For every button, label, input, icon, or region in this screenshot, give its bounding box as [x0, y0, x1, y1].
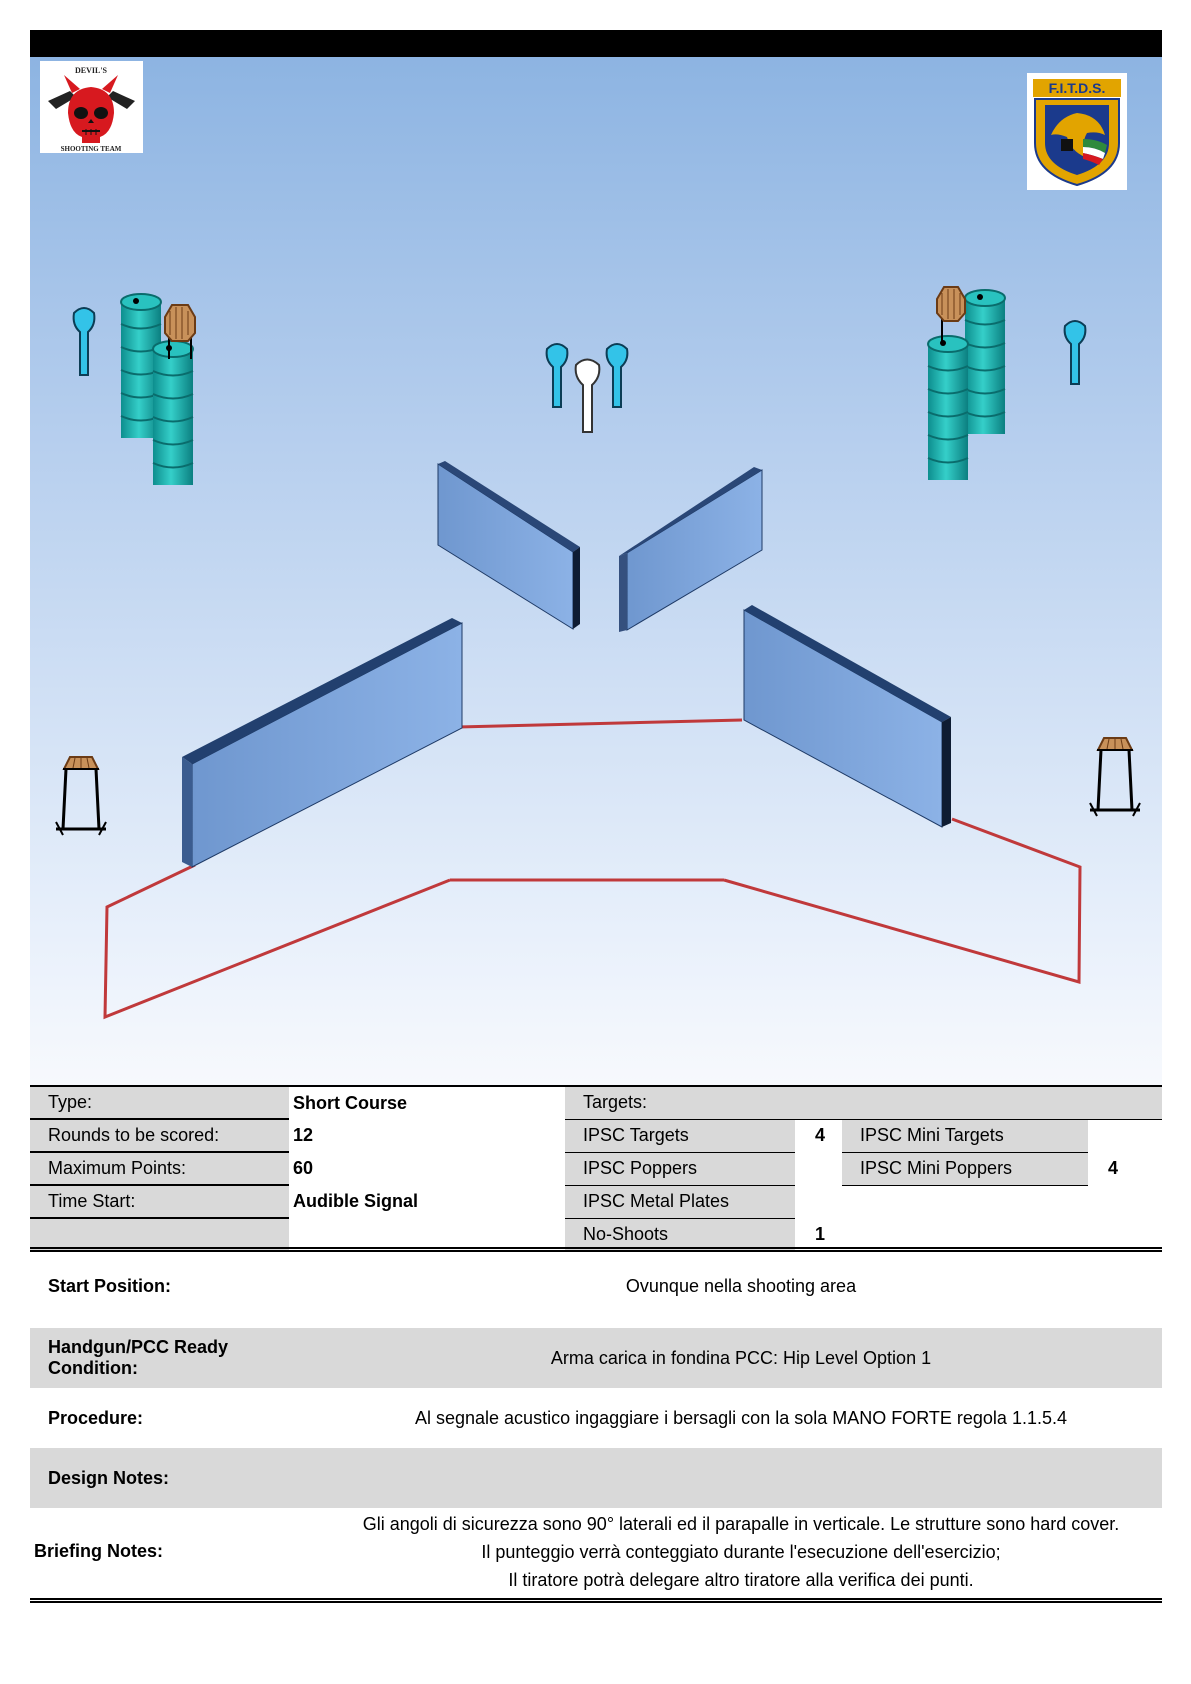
type-value: Short Course: [289, 1085, 565, 1119]
mini-poppers-value: 4: [1108, 1158, 1119, 1178]
ready-condition-row: Handgun/PCC Ready Condition: Arma carica…: [30, 1328, 1162, 1388]
fitds-logo: F.I.T.D.S.: [1027, 73, 1127, 190]
ipsc-metal-label: IPSC Metal Plates: [565, 1185, 795, 1219]
target-stand-right: [1089, 737, 1141, 817]
no-shoot-popper: [574, 358, 601, 433]
barrel-stack-left: [120, 293, 194, 485]
briefing-line-3: Il tiratore potrà delegare altro tirator…: [508, 1570, 974, 1590]
popper-right: [1063, 320, 1087, 385]
divider: [30, 1247, 1162, 1252]
procedure-row: Procedure: Al segnale acustico ingaggiar…: [30, 1390, 1162, 1446]
wall-back-right: [619, 467, 763, 632]
start-position-row: Start Position: Ovunque nella shooting a…: [30, 1258, 1162, 1314]
targets-label: Targets:: [565, 1085, 1163, 1119]
design-notes-label: Design Notes:: [48, 1467, 170, 1488]
no-shoots-label: No-Shoots: [565, 1218, 795, 1250]
popper-center-left: [545, 343, 569, 408]
target-right-top: [936, 286, 966, 343]
rounds-value: 12: [293, 1125, 314, 1145]
start-position-value: Ovunque nella shooting area: [625, 1275, 857, 1296]
ready-condition-value: Arma carica in fondina PCC: Hip Level Op…: [550, 1347, 932, 1368]
popper-left: [72, 307, 96, 376]
points-value: 60: [293, 1158, 314, 1178]
time-start-label: Time Start:: [30, 1185, 289, 1219]
fault-line: [103, 718, 1082, 1020]
rounds-label: Rounds to be scored:: [30, 1119, 289, 1153]
mini-poppers-label: IPSC Mini Poppers: [842, 1152, 1088, 1186]
barrel-stack-right: [927, 289, 1006, 480]
stage-diagram: [30, 57, 1162, 1085]
svg-text:DEVIL'S: DEVIL'S: [75, 66, 108, 75]
briefing-line-2: Il punteggio verrà conteggiato durante l…: [481, 1542, 1001, 1562]
mini-targets-label: IPSC Mini Targets: [842, 1118, 1088, 1153]
briefing-notes-label: Briefing Notes:: [34, 1541, 164, 1561]
no-shoots-value: 1: [815, 1223, 826, 1244]
ipsc-poppers-label: IPSC Poppers: [565, 1152, 795, 1186]
fitds-logo-text: F.I.T.D.S.: [1033, 79, 1121, 97]
stage-info-table: Type: Short Course Targets: Rounds to be…: [30, 1085, 1163, 1250]
briefing-notes: Briefing Notes: Gli angoli di sicurezza …: [30, 1510, 1162, 1596]
ipsc-targets-label: IPSC Targets: [565, 1118, 795, 1153]
devils-shooting-team-logo: DEVIL'S SHOOTING TEAM: [40, 61, 143, 153]
header-bar: [30, 30, 1162, 57]
start-position-label: Start Position:: [48, 1275, 172, 1296]
wall-back-left: [437, 461, 580, 630]
time-start-value: Audible Signal: [293, 1191, 419, 1211]
design-notes-row: Design Notes:: [30, 1448, 1162, 1508]
bottom-divider: [30, 1598, 1162, 1603]
target-left-top: [164, 304, 196, 359]
type-label: Type:: [30, 1085, 289, 1120]
wall-front-right: [743, 605, 951, 828]
points-label: Maximum Points:: [30, 1152, 289, 1186]
target-stand-left: [55, 756, 107, 836]
wall-front-left: [182, 618, 463, 868]
svg-text:SHOOTING TEAM: SHOOTING TEAM: [61, 145, 122, 153]
ipsc-targets-value: 4: [795, 1118, 842, 1152]
popper-center-right: [605, 343, 629, 408]
briefing-line-1: Gli angoli di sicurezza sono 90° lateral…: [362, 1514, 1120, 1534]
procedure-label: Procedure:: [48, 1407, 144, 1428]
procedure-value: Al segnale acustico ingaggiare i bersagl…: [414, 1407, 1067, 1428]
ready-condition-label: Handgun/PCC Ready Condition:: [48, 1337, 229, 1378]
